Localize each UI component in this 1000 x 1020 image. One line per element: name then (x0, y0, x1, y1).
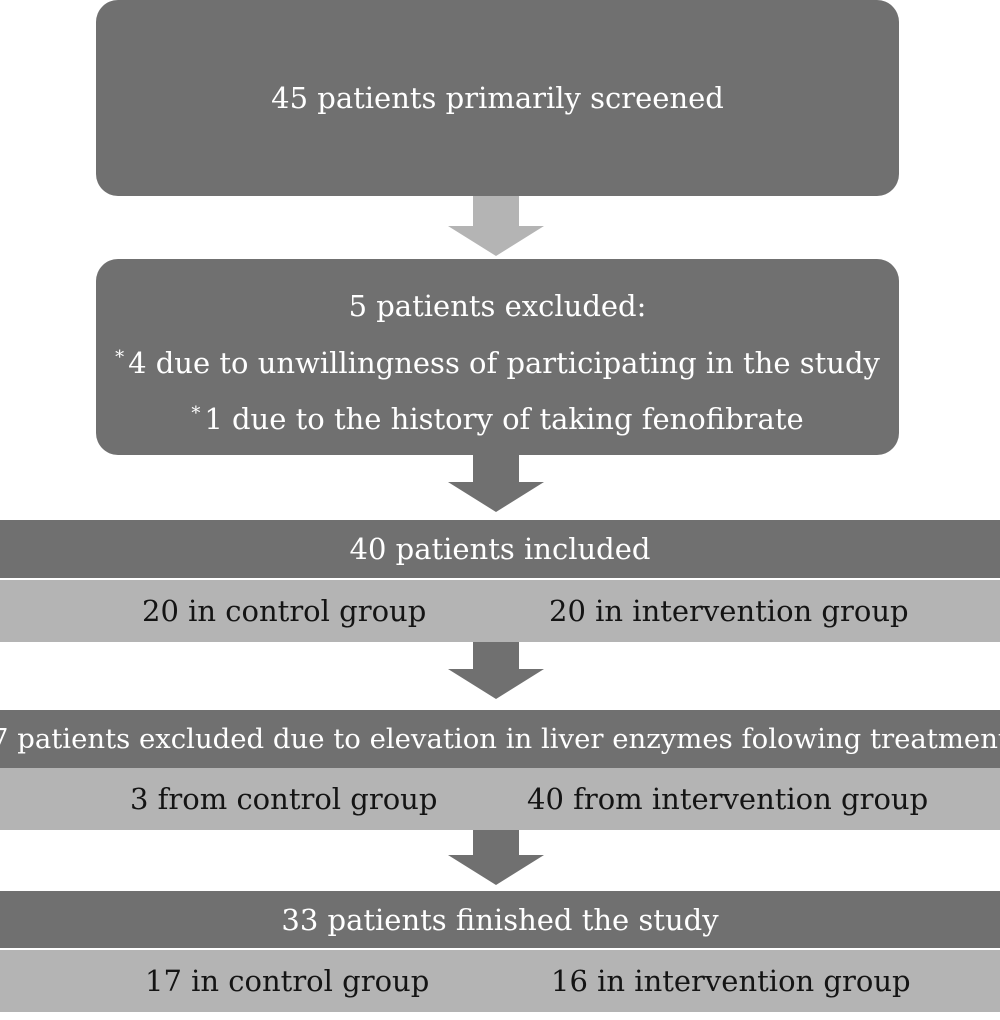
down-arrow-icon (448, 455, 544, 512)
included-groups: 20 in control group 20 in intervention g… (0, 580, 1000, 642)
liver-exclusion-header: 7 patients excluded due to elevation in … (0, 710, 1000, 768)
finished-groups: 17 in control group 16 in intervention g… (0, 950, 1000, 1012)
liver-exclusion-intervention: 40 from intervention group (527, 782, 929, 816)
finished-header: 33 patients finished the study (0, 891, 1000, 948)
down-arrow-icon (448, 642, 544, 699)
asterisk-marker: * (115, 347, 125, 368)
finished-title: 33 patients finished the study (281, 902, 719, 937)
exclusion-reason-2: *1 due to the history of taking fenofibr… (96, 402, 899, 436)
excluded-box: 5 patients excluded: *4 due to unwilling… (96, 259, 899, 455)
liver-exclusion-groups: 3 from control group 40 from interventio… (0, 768, 1000, 830)
down-arrow-icon (448, 196, 544, 256)
finished-control: 17 in control group (145, 964, 430, 998)
exclusion-reason-2-text: 1 due to the history of taking fenofibra… (204, 402, 804, 436)
screened-box: 45 patients primarily screened (96, 0, 899, 196)
down-arrow-icon (448, 830, 544, 885)
included-title: 40 patients included (349, 532, 651, 566)
excluded-title: 5 patients excluded: (348, 289, 647, 323)
included-intervention: 20 in intervention group (549, 594, 909, 628)
screened-text: 45 patients primarily screened (271, 81, 724, 115)
included-control: 20 in control group (142, 594, 427, 628)
liver-exclusion-title: 7 patients excluded due to elevation in … (0, 723, 1000, 755)
liver-exclusion-control: 3 from control group (130, 782, 438, 816)
finished-intervention: 16 in intervention group (551, 964, 911, 998)
included-header: 40 patients included (0, 520, 1000, 578)
exclusion-reason-1: *4 due to unwillingness of participating… (96, 346, 899, 380)
asterisk-marker: * (191, 403, 201, 424)
exclusion-reason-1-text: 4 due to unwillingness of participating … (128, 346, 880, 380)
